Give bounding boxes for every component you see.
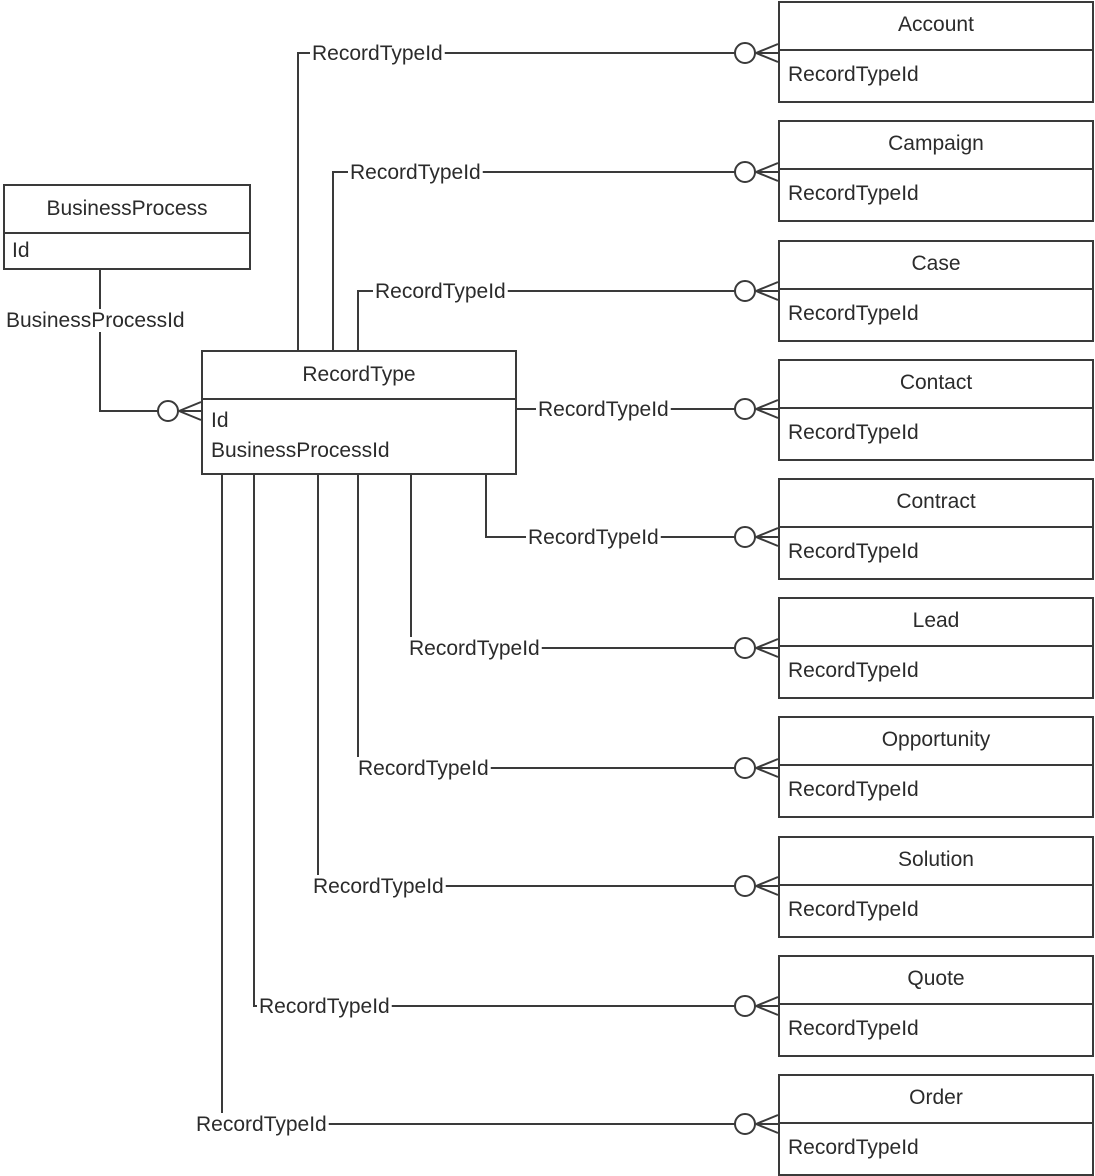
entity-opportunity-title: Opportunity bbox=[780, 718, 1092, 766]
crowfoot-contract-icon bbox=[734, 526, 779, 548]
connector-label-campaign: RecordTypeId bbox=[350, 161, 481, 184]
crowfoot-campaign-icon bbox=[734, 161, 779, 183]
entity-lead-field-recordtypeid: RecordTypeId bbox=[788, 659, 919, 682]
entity-campaign-title: Campaign bbox=[780, 122, 1092, 170]
crowfoot-opportunity-icon bbox=[734, 757, 779, 779]
entity-solution-field-recordtypeid: RecordTypeId bbox=[788, 898, 919, 921]
entity-recordtype-field-businessprocessid: BusinessProcessId bbox=[211, 439, 390, 462]
entity-order-title: Order bbox=[780, 1076, 1092, 1124]
entity-businessprocess[interactable]: BusinessProcess Id bbox=[3, 184, 251, 270]
crowfoot-account-icon bbox=[734, 42, 779, 64]
entity-account-title: Account bbox=[780, 3, 1092, 51]
connector-label-lead: RecordTypeId bbox=[409, 637, 540, 660]
entity-recordtype-field-id: Id bbox=[211, 409, 229, 432]
connector-label-contact: RecordTypeId bbox=[538, 398, 669, 421]
entity-recordtype-title: RecordType bbox=[203, 352, 515, 400]
entity-quote-field-recordtypeid: RecordTypeId bbox=[788, 1017, 919, 1040]
crowfoot-order-icon bbox=[734, 1113, 779, 1135]
entity-contact-title: Contact bbox=[780, 361, 1092, 409]
crowfoot-case-icon bbox=[734, 280, 779, 302]
connector-recordtype-quote bbox=[253, 475, 735, 1007]
entity-contact-field-recordtypeid: RecordTypeId bbox=[788, 421, 919, 444]
entity-recordtype[interactable]: RecordType Id BusinessProcessId bbox=[201, 350, 517, 475]
entity-opportunity-field-recordtypeid: RecordTypeId bbox=[788, 778, 919, 801]
connector-label-account: RecordTypeId bbox=[312, 42, 443, 65]
connector-recordtype-lead bbox=[410, 475, 735, 649]
connector-label-quote: RecordTypeId bbox=[259, 995, 390, 1018]
entity-order-field-recordtypeid: RecordTypeId bbox=[788, 1136, 919, 1159]
crowfoot-contact-icon bbox=[734, 398, 779, 420]
connector-label-businessprocessid: BusinessProcessId bbox=[6, 309, 185, 332]
connector-label-contract: RecordTypeId bbox=[528, 526, 659, 549]
crowfoot-recordtype-icon bbox=[157, 400, 202, 422]
crowfoot-lead-icon bbox=[734, 637, 779, 659]
crowfoot-solution-icon bbox=[734, 875, 779, 897]
connector-label-opportunity: RecordTypeId bbox=[358, 757, 489, 780]
entity-businessprocess-title: BusinessProcess bbox=[5, 186, 249, 234]
entity-contract-title: Contract bbox=[780, 480, 1092, 528]
connector-businessprocess-recordtype bbox=[99, 270, 158, 412]
connector-recordtype-account bbox=[297, 52, 735, 350]
connector-recordtype-campaign bbox=[332, 171, 735, 350]
entity-case-field-recordtypeid: RecordTypeId bbox=[788, 302, 919, 325]
connector-label-order: RecordTypeId bbox=[196, 1113, 327, 1136]
connector-recordtype-case bbox=[357, 290, 735, 350]
connector-recordtype-order bbox=[221, 475, 735, 1125]
entity-account-field-recordtypeid: RecordTypeId bbox=[788, 63, 919, 86]
entity-lead-title: Lead bbox=[780, 599, 1092, 647]
entity-case-title: Case bbox=[780, 242, 1092, 290]
connector-label-case: RecordTypeId bbox=[375, 280, 506, 303]
connector-label-solution: RecordTypeId bbox=[313, 875, 444, 898]
entity-solution-title: Solution bbox=[780, 838, 1092, 886]
entity-businessprocess-field-id: Id bbox=[12, 239, 30, 262]
crowfoot-quote-icon bbox=[734, 995, 779, 1017]
entity-quote-title: Quote bbox=[780, 957, 1092, 1005]
entity-contract-field-recordtypeid: RecordTypeId bbox=[788, 540, 919, 563]
connector-recordtype-opportunity bbox=[357, 475, 735, 769]
entity-campaign-field-recordtypeid: RecordTypeId bbox=[788, 182, 919, 205]
